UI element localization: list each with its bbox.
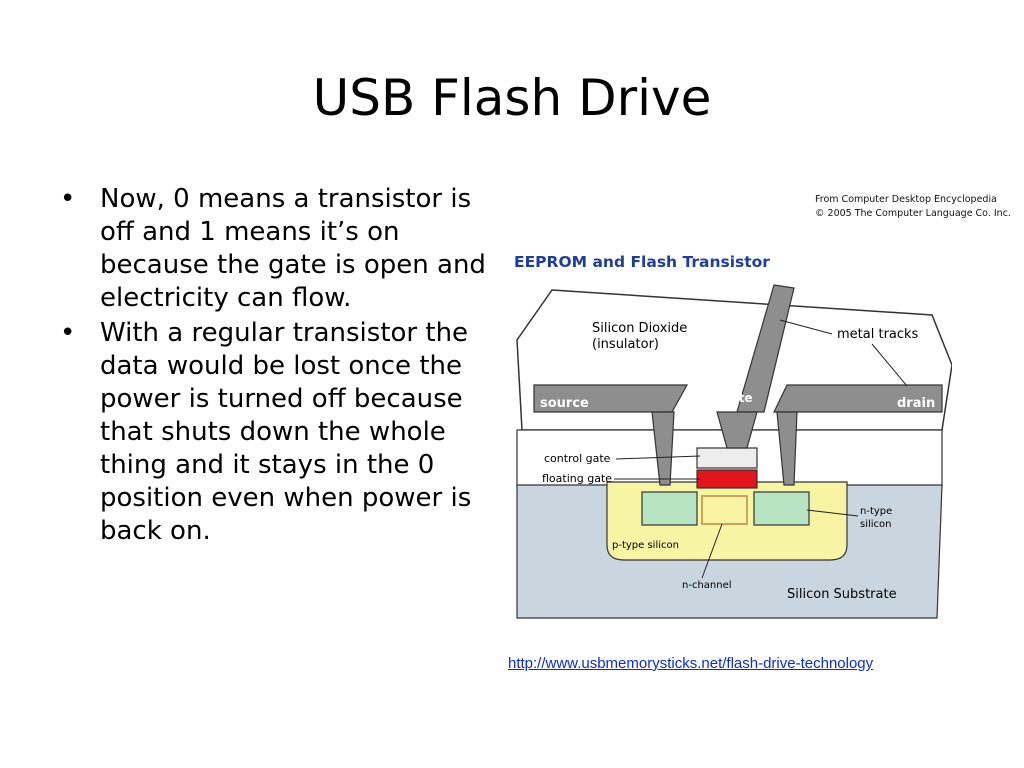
source-contact xyxy=(651,411,675,486)
slide-title: USB Flash Drive xyxy=(312,69,712,127)
label-silicon-substrate: Silicon Substrate xyxy=(787,587,897,602)
label-silicon-dioxide: Silicon Dioxide xyxy=(592,321,687,336)
drain-metal xyxy=(773,384,943,413)
bullet-item: • With a regular transistor the data wou… xyxy=(58,317,498,548)
n-type-right xyxy=(753,491,810,526)
label-gate: gate xyxy=(722,391,753,405)
n-type-left xyxy=(641,491,698,526)
bullet-item: • Now, 0 means a transistor is off and 1… xyxy=(58,183,498,315)
control-gate xyxy=(696,447,758,469)
drain-contact xyxy=(776,411,798,486)
label-source: source xyxy=(540,396,589,411)
figure-credit: From Computer Desktop Encyclopedia © 200… xyxy=(815,193,1020,221)
bullet-text: With a regular transistor the data would… xyxy=(100,318,472,546)
gate-metal xyxy=(736,284,795,413)
label-silicon: silicon xyxy=(860,519,892,530)
source-link[interactable]: http://www.usbmemorysticks.net/flash-dri… xyxy=(508,655,874,672)
label-control-gate: control gate xyxy=(544,452,611,465)
credit-line-2: © 2005 The Computer Language Co. Inc. xyxy=(815,208,1011,219)
transistor-diagram: Silicon Dioxide (insulator) metal tracks… xyxy=(516,284,952,619)
figure-title: EEPROM and Flash Transistor xyxy=(514,253,770,271)
bullet-glyph: • xyxy=(60,184,76,214)
n-channel-box xyxy=(701,495,748,525)
leader-lines xyxy=(614,319,908,579)
label-metal-tracks: metal tracks xyxy=(837,327,919,342)
bullet-list: • Now, 0 means a transistor is off and 1… xyxy=(58,183,498,550)
label-n-type: n-type xyxy=(860,506,892,517)
gate-contact xyxy=(716,411,758,449)
floating-gate xyxy=(696,469,758,489)
label-n-channel: n-channel xyxy=(682,580,732,591)
credit-line-1: From Computer Desktop Encyclopedia xyxy=(815,194,997,205)
bullet-glyph: • xyxy=(60,318,76,348)
label-drain: drain xyxy=(897,396,935,411)
label-floating-gate: floating gate xyxy=(542,472,612,485)
label-insulator: (insulator) xyxy=(592,337,659,352)
bullet-text: Now, 0 means a transistor is off and 1 m… xyxy=(100,184,486,313)
label-p-type-silicon: p-type silicon xyxy=(612,540,679,551)
